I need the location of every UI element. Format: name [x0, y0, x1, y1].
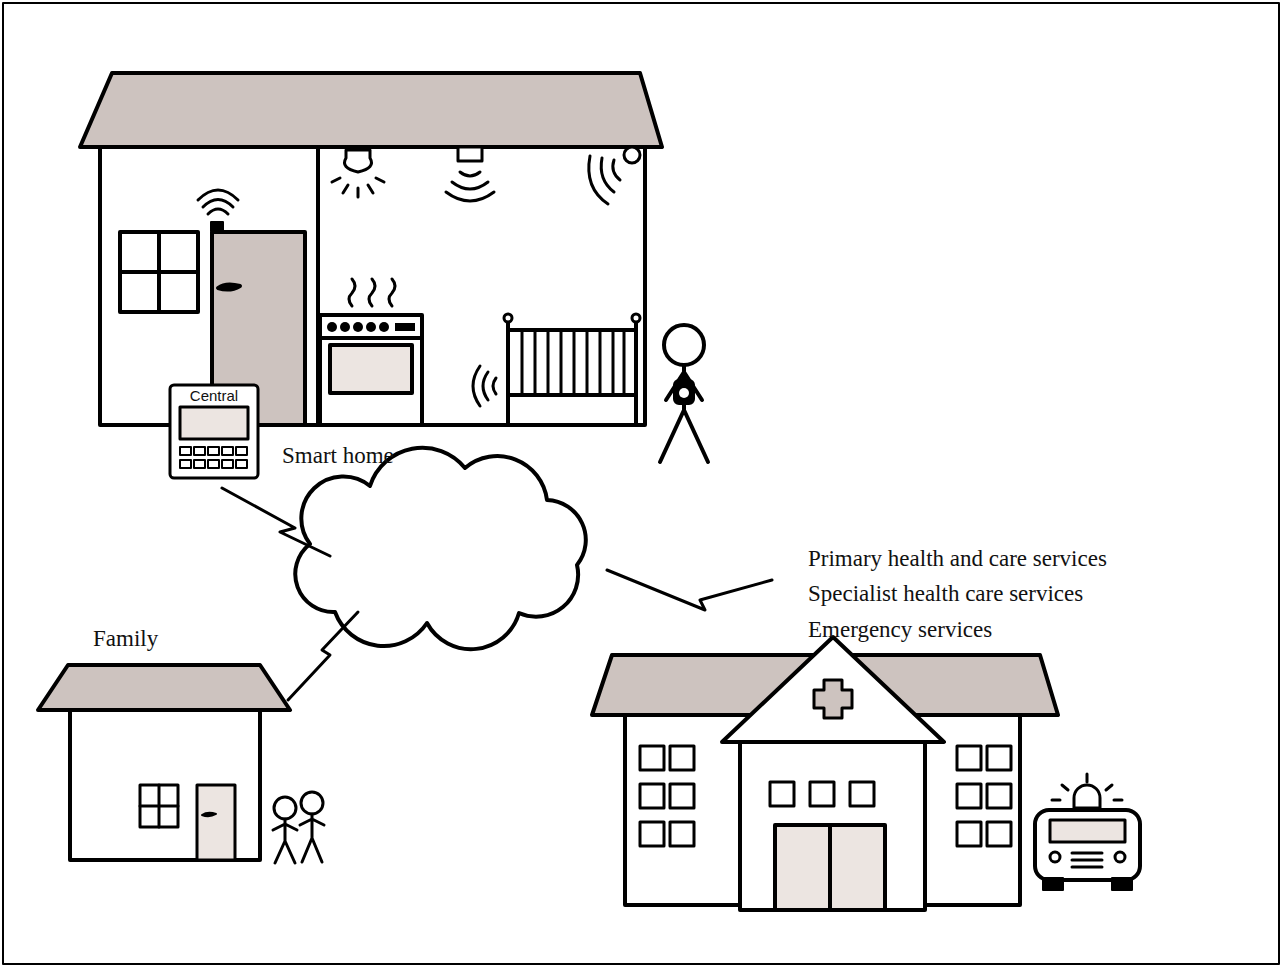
wireless-link [607, 570, 772, 610]
smart-home: Smart home [80, 70, 680, 475]
smart-house [80, 73, 708, 478]
node-label: Specialist health care services [808, 580, 1083, 608]
node-label: Primary health and care services [808, 545, 1107, 573]
central-unit: Central [170, 385, 258, 478]
network-cloud [295, 448, 586, 649]
node-label: Emergency services [808, 616, 992, 644]
family-home: Family [38, 620, 328, 865]
wireless-link [222, 488, 330, 556]
health-services: Primary health and care servicesSpeciali… [590, 540, 1210, 910]
node-label: Central [190, 387, 238, 405]
node-label: Family [93, 625, 158, 653]
hospital [592, 637, 1058, 910]
node-label: Smart home [282, 442, 394, 470]
family-house [38, 665, 324, 863]
wireless-link [288, 612, 358, 700]
frame [3, 3, 1279, 964]
ambulance [1035, 774, 1140, 890]
